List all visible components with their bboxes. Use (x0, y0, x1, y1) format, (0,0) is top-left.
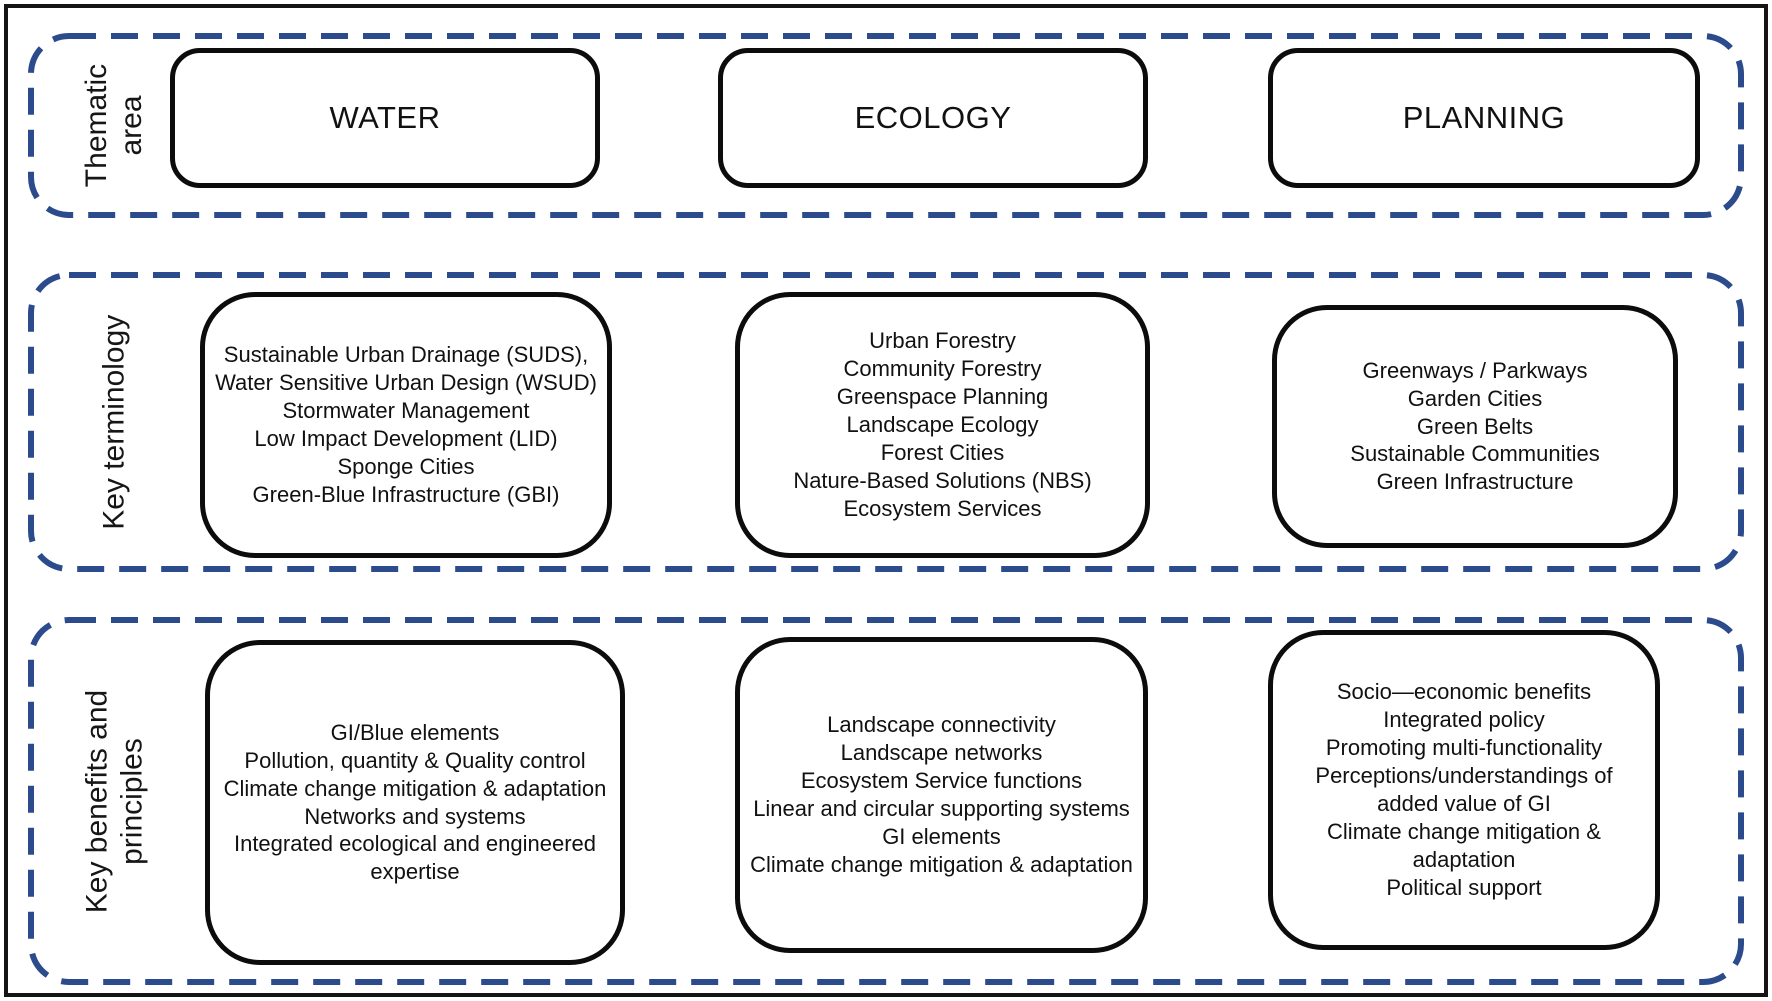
row-label-key-terminology: Key terminology (40, 272, 190, 572)
ecology-header-box: ECOLOGY (718, 48, 1148, 188)
water-title: WATER (329, 100, 441, 135)
planning-header-box: PLANNING (1268, 48, 1700, 188)
key-terminology-dashed-border (28, 272, 1744, 572)
water-terminology-box: Sustainable Urban Drainage (SUDS),Water … (200, 292, 612, 558)
water-header-box: WATER (170, 48, 600, 188)
ecology-title: ECOLOGY (854, 100, 1012, 135)
planning-title: PLANNING (1402, 100, 1566, 135)
thematic-area-dashed-border (28, 33, 1744, 218)
row-key-terminology: Key terminology Sustainable Urban Draina… (28, 272, 1744, 572)
key-benefits-dashed-border (28, 617, 1744, 985)
row-label-key-terminology-text: Key terminology (97, 314, 131, 530)
